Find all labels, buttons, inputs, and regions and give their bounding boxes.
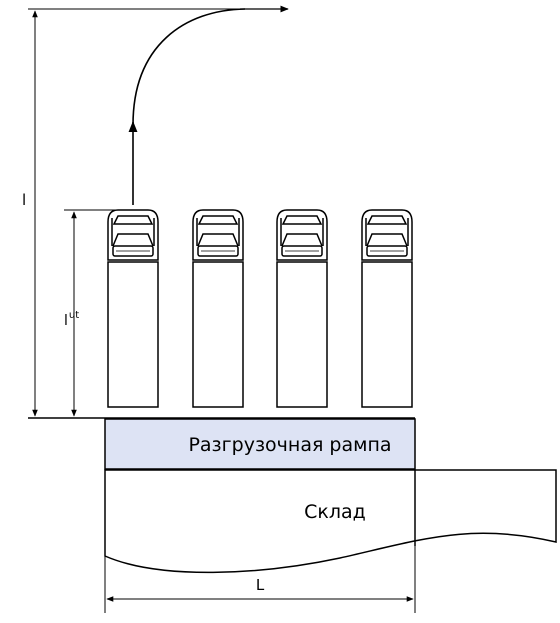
truck	[361, 209, 413, 408]
truck	[107, 209, 159, 408]
warehouse-label: Склад	[304, 501, 366, 523]
unloading-ramp	[104, 418, 416, 470]
trucks	[107, 209, 413, 408]
ramp-width-label: L	[256, 576, 265, 594]
vehicle-trajectory	[128, 5, 289, 205]
ramp-width-dimension	[104, 546, 416, 613]
total-length-dimension	[28, 8, 245, 417]
truck	[192, 209, 244, 408]
warehouse	[104, 469, 557, 574]
ramp-label: Разгрузочная рампа	[188, 434, 391, 456]
truck-length-label: lut	[64, 310, 79, 329]
total-length-label: l	[22, 191, 26, 209]
truck	[276, 209, 328, 408]
